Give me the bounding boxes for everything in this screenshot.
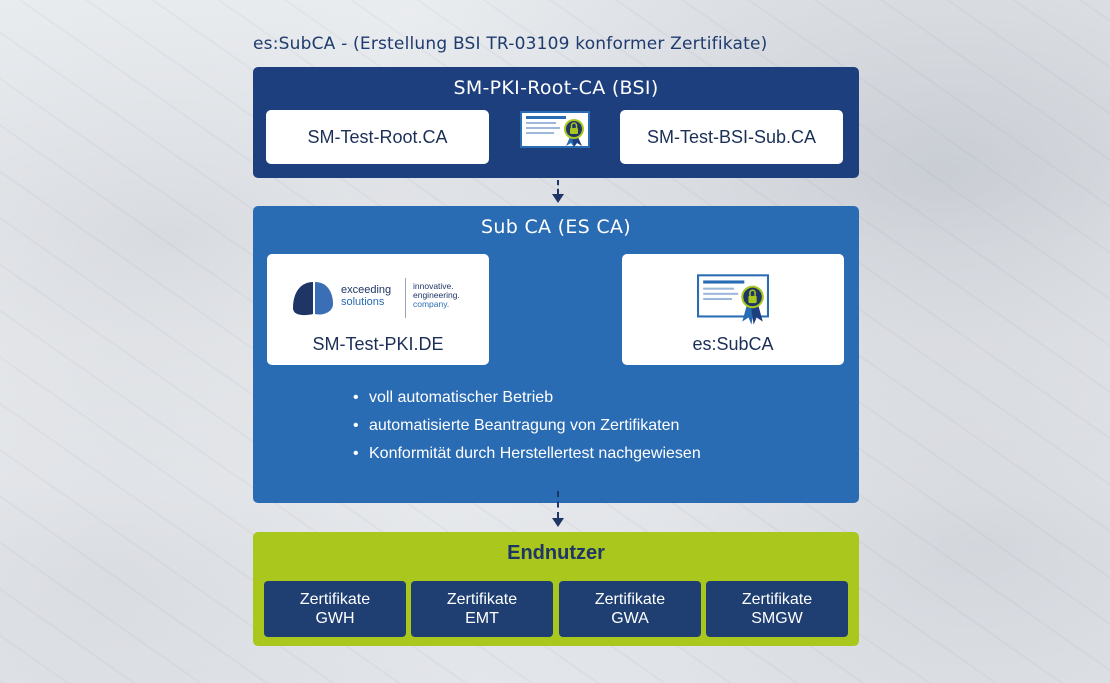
certificate-icon: [520, 111, 590, 148]
flow-arrow-sub-to-endnutzer: [557, 491, 561, 518]
list-item: •voll automatischer Betrieb: [353, 389, 554, 406]
logo-tag-line2: engineering.: [413, 290, 460, 300]
logo-tag-line3: company.: [413, 299, 450, 309]
sub-ca-left-label: SM-Test-PKI.DE: [312, 334, 444, 354]
diagram-title: es:SubCA - (Erstellung BSI TR-03109 konf…: [253, 34, 768, 54]
logo-name-line2: solutions: [341, 296, 385, 308]
endnutzer-panel: Endnutzer Zertifikate GWH Zertifikate EM…: [253, 532, 859, 646]
logo-tag-line1: innovative.: [413, 281, 454, 291]
certificate-box-smgw: Zertifikate SMGW: [706, 581, 848, 637]
sub-ca-right-label: es:SubCA: [692, 334, 774, 354]
sub-ca-title: Sub CA (ES CA): [481, 216, 631, 238]
sub-ca-panel: Sub CA (ES CA) exceeding solutions innov…: [253, 206, 859, 503]
root-ca-left-box: SM-Test-Root.CA: [266, 110, 489, 164]
certificate-box-gwh: Zertifikate GWH: [264, 581, 406, 637]
company-logo: exceeding solutions innovative. engineer…: [291, 278, 461, 318]
sub-ca-right-box: es:SubCA: [622, 254, 844, 365]
feature-list: •voll automatischer Betrieb •automatisie…: [353, 384, 701, 468]
endnutzer-title: Endnutzer: [507, 542, 605, 564]
certificate-box-emt: Zertifikate EMT: [411, 581, 553, 637]
certificate-icon: [697, 274, 769, 325]
flow-arrow-root-to-sub: [557, 180, 561, 194]
sub-ca-left-box: exceeding solutions innovative. engineer…: [267, 254, 489, 365]
list-item: •automatisierte Beantragung von Zertifik…: [353, 417, 680, 434]
logo-name-line1: exceeding: [341, 284, 392, 296]
logo-divider: [405, 278, 406, 318]
root-ca-right-box: SM-Test-BSI-Sub.CA: [620, 110, 843, 164]
arrow-head-icon: [552, 194, 564, 203]
logo-mark-icon: [293, 282, 333, 316]
arrow-head-icon: [552, 518, 564, 527]
certificate-box-gwa: Zertifikate GWA: [559, 581, 701, 637]
list-item: •Konformität durch Herstellertest nachge…: [353, 445, 701, 462]
root-ca-panel: SM-PKI-Root-CA (BSI) SM-Test-Root.CA SM-…: [253, 67, 859, 178]
root-ca-title: SM-PKI-Root-CA (BSI): [453, 77, 659, 99]
